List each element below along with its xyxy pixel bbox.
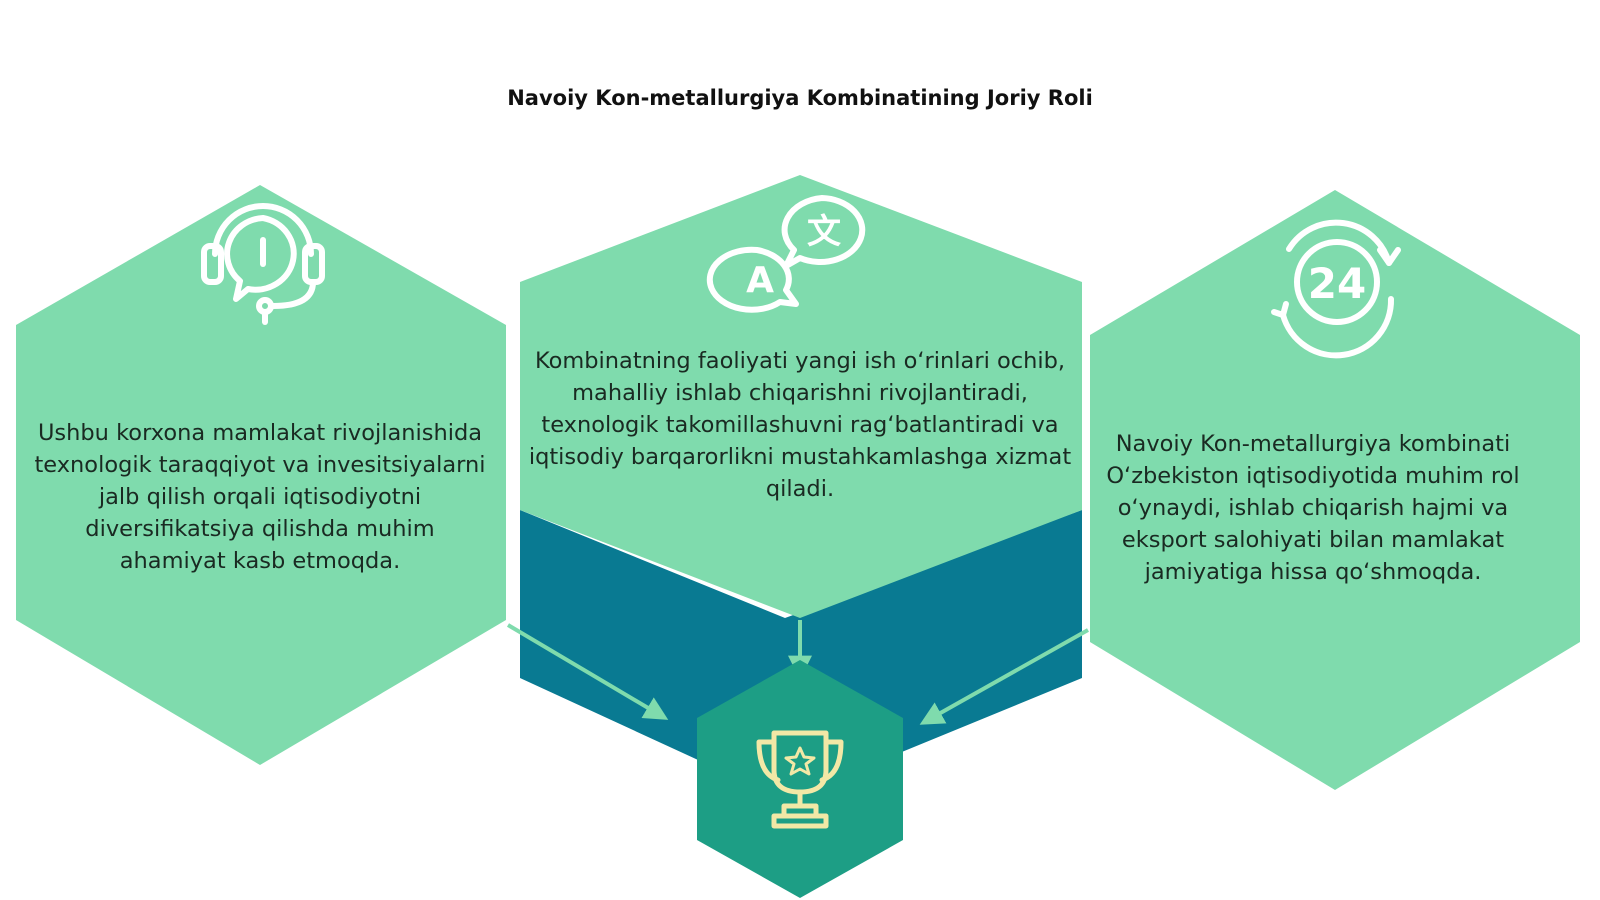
arrow-left [506,623,669,720]
card-right-text: Navoiy Kon-metallurgiya kombinati O‘zbek… [1106,431,1520,585]
page-title: Navoiy Kon-metallurgiya Kombinatining Jo… [507,86,1093,110]
trophy-icon [756,730,844,829]
card-center-text: Kombinatning faoliyati yangi ish o‘rinla… [528,348,1072,502]
clock-24-label: 24 [1308,259,1366,308]
translate-glyph-latin: A [746,260,774,301]
hexagon-right [1090,190,1580,790]
translate-icon: 文 A [706,195,866,313]
card-left-text: Ushbu korxona mamlakat rivojlanishida te… [34,420,486,574]
arrow-right [919,628,1089,725]
hexagon-center [520,175,1082,618]
hexagon-left [16,185,506,765]
clock-24-icon: 24 [1271,219,1401,359]
award-hexagon [697,660,903,898]
headset-icon [201,203,325,325]
translate-glyph-other: 文 [807,212,841,252]
